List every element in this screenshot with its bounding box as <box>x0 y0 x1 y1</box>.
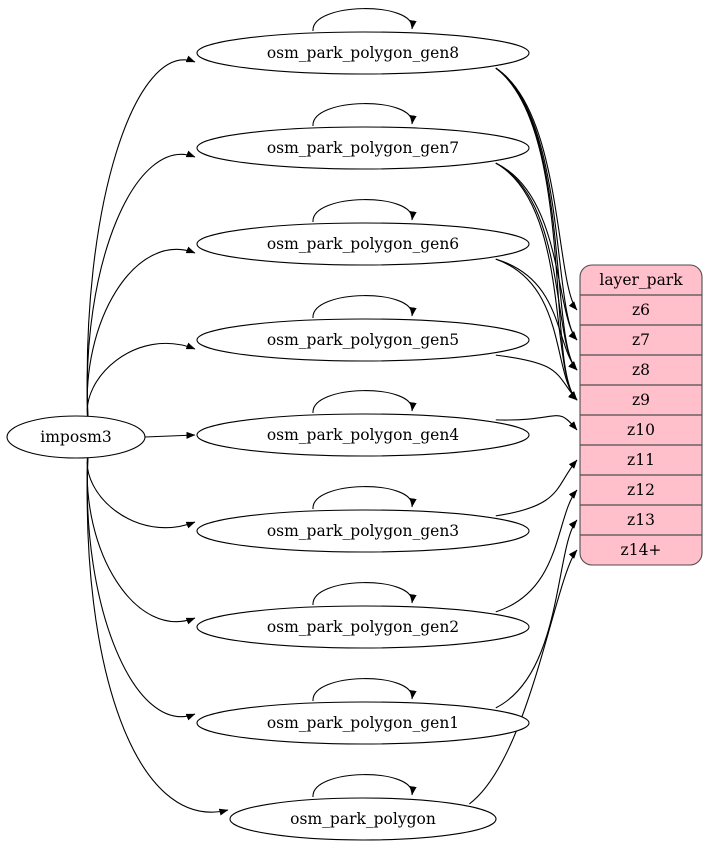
table-row-z11[interactable]: z11 <box>627 451 655 469</box>
edge-gen8-to-z6 <box>495 67 578 311</box>
edge-gen3-to-z11 <box>495 459 578 517</box>
node-gen4[interactable]: osm_park_polygon_gen4 <box>196 413 530 457</box>
node-ellipse-gen5 <box>196 318 530 362</box>
self-loop-gen6 <box>312 199 417 223</box>
edge-imposm3-to-base <box>86 454 229 816</box>
node-ellipse-gen3 <box>196 509 530 553</box>
table-row-z6[interactable]: z6 <box>632 301 650 319</box>
self-loop-gen7 <box>312 103 417 127</box>
table-row-z10[interactable]: z10 <box>627 421 655 439</box>
node-gen8[interactable]: osm_park_polygon_gen8 <box>196 31 530 75</box>
table-row-z13[interactable]: z13 <box>627 511 655 529</box>
node-label-gen2: osm_park_polygon_gen2 <box>267 618 459 636</box>
node-ellipse-gen7 <box>196 126 530 170</box>
edge-imposm3-to-gen3 <box>86 454 196 529</box>
node-gen6[interactable]: osm_park_polygon_gen6 <box>196 222 530 266</box>
table-row-z9[interactable]: z9 <box>632 391 650 409</box>
self-loop-base <box>312 774 417 798</box>
node-ellipse-base <box>229 797 497 841</box>
edge-imposm3-to-gen7 <box>86 150 196 420</box>
edge-imposm3-to-gen8 <box>86 55 196 420</box>
self-loop-gen1 <box>312 678 417 702</box>
node-gen5[interactable]: osm_park_polygon_gen5 <box>196 318 530 362</box>
layer-park-table: layer_park z6 z7 z8 z9 z10 z11 z12 z13 z14+ <box>579 264 703 566</box>
edge-base-to-z14plus <box>469 549 578 805</box>
node-label-gen6: osm_park_polygon_gen6 <box>267 235 459 253</box>
node-ellipse-gen2 <box>196 605 530 649</box>
edge-gen2-to-z12 <box>495 489 578 613</box>
node-gen1[interactable]: osm_park_polygon_gen1 <box>196 701 530 745</box>
self-loop-gen2 <box>312 582 417 606</box>
node-ellipse-gen8 <box>196 31 530 75</box>
edge-gen7-to-z7 <box>495 162 578 341</box>
nodes-group: osm_park_polygon_gen8 osm_park_polygon_ge… <box>6 31 530 841</box>
edge-gen6-to-z9 <box>495 258 578 401</box>
edge-gen8-to-z7 <box>495 67 578 341</box>
node-label-gen5: osm_park_polygon_gen5 <box>267 331 459 349</box>
edge-imposm3-to-gen6 <box>86 246 196 420</box>
node-gen2[interactable]: osm_park_polygon_gen2 <box>196 605 530 649</box>
self-loop-gen5 <box>312 295 417 319</box>
self-loop-gen8 <box>312 8 417 32</box>
node-gen7[interactable]: osm_park_polygon_gen7 <box>196 126 530 170</box>
node-ellipse-gen6 <box>196 222 530 266</box>
edge-gen1-to-z13 <box>495 519 578 709</box>
edge-imposm3-to-gen5 <box>86 342 196 420</box>
self-loop-gen4 <box>312 390 417 414</box>
node-label-gen4: osm_park_polygon_gen4 <box>267 426 459 444</box>
edge-gen5-to-z9 <box>495 354 578 401</box>
self-loop-gen3 <box>312 486 417 510</box>
edge-gen7-to-z8 <box>495 162 578 371</box>
node-label-gen1: osm_park_polygon_gen1 <box>267 714 459 732</box>
edge-gen6-to-z8 <box>495 258 578 371</box>
table-row-z7[interactable]: z7 <box>632 331 650 349</box>
edges-group <box>86 8 578 816</box>
node-ellipse-gen4 <box>196 413 530 457</box>
node-ellipse-imposm3 <box>6 415 146 459</box>
node-ellipse-gen1 <box>196 701 530 745</box>
table-header: layer_park <box>599 271 683 289</box>
table-row-z8[interactable]: z8 <box>632 361 650 379</box>
node-label-gen3: osm_park_polygon_gen3 <box>267 522 459 540</box>
edge-imposm3-to-gen2 <box>86 454 196 625</box>
table-row-z14plus[interactable]: z14+ <box>621 541 662 559</box>
node-label-base: osm_park_polygon <box>290 810 436 828</box>
edge-gen7-to-z9 <box>495 162 578 401</box>
node-imposm3[interactable]: imposm3 <box>6 415 146 459</box>
edge-imposm3-to-gen4 <box>144 431 196 439</box>
node-base[interactable]: osm_park_polygon <box>229 797 497 841</box>
node-gen3[interactable]: osm_park_polygon_gen3 <box>196 509 530 553</box>
edge-gen8-to-z8 <box>495 67 578 371</box>
node-label-imposm3: imposm3 <box>40 428 111 446</box>
edge-imposm3-to-gen1 <box>86 454 196 721</box>
node-label-gen7: osm_park_polygon_gen7 <box>267 139 459 157</box>
table-row-z12[interactable]: z12 <box>627 481 655 499</box>
edge-gen4-to-z10 <box>495 415 578 431</box>
node-label-gen8: osm_park_polygon_gen8 <box>267 44 459 62</box>
